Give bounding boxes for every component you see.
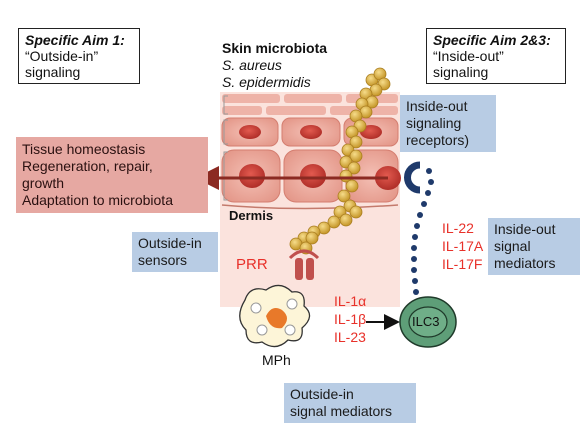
inside-out-mediators-box: Inside-out signal mediators: [488, 218, 580, 275]
macrophage-cell: [239, 284, 311, 348]
prr-receptor: [288, 249, 320, 280]
outside-in-cytokines: IL-1α IL-1β IL-23: [334, 292, 366, 346]
mediators-line-3: mediators: [494, 255, 556, 271]
cytokine-il1b: IL-1β: [334, 311, 367, 327]
dermis-label: Dermis: [229, 208, 274, 223]
specific-aim-1-box: Specific Aim 1: “Outside-in” signaling: [18, 28, 140, 84]
specific-aim-23-box: Specific Aim 2&3: “Inside-out” signaling: [426, 28, 566, 84]
cytokine-il17a: IL-17A: [442, 238, 484, 254]
stratum-corneum: [222, 94, 398, 115]
cytokine-il1a: IL-1α: [334, 293, 367, 309]
ilc3-cell: [399, 296, 457, 348]
aim1-title: Specific Aim 1:: [25, 32, 125, 48]
homeostasis-line-4: Adaptation to microbiota: [22, 192, 173, 208]
outside-in-sensors-box: Outside-in sensors: [132, 232, 218, 272]
cytokine-il22: IL-22: [442, 220, 474, 236]
sensors-line-1: Outside-in: [138, 235, 202, 251]
receptors-line-2: signaling: [406, 115, 462, 131]
receptors-line-3: receptors): [406, 132, 470, 148]
inside-out-cytokines: IL-22 IL-17A IL-17F: [442, 219, 483, 273]
cytokine-il23: IL-23: [334, 329, 366, 345]
oi-mediators-line-1: Outside-in: [290, 386, 354, 402]
sensors-line-2: sensors: [138, 252, 188, 268]
ilc3-label: ILC3: [412, 314, 440, 329]
inside-out-receptor-icon: [404, 161, 421, 194]
inside-out-receptors-box: Inside-out signaling receptors): [400, 95, 496, 152]
microbiota-title: Skin microbiota: [222, 40, 328, 56]
mediators-line-2: signal: [494, 238, 531, 254]
oi-mediators-line-2: signal mediators: [290, 403, 392, 419]
aim23-title: Specific Aim 2&3:: [433, 32, 551, 48]
aim1-line1: “Outside-in”: [25, 48, 99, 64]
microbiota-label: Skin microbiota S. aureus S. epidermidis: [222, 40, 327, 91]
bacteria-cluster: [289, 67, 391, 255]
homeostasis-line-3: growth: [22, 175, 65, 191]
homeostasis-line-1: Tissue homeostasis: [22, 141, 146, 157]
signal-dots: [411, 168, 434, 295]
mediators-line-1: Inside-out: [494, 221, 556, 237]
keratinocyte-row-1: [221, 117, 399, 147]
microbiota-species-2: S. epidermidis: [222, 74, 311, 90]
aim23-line1: “Inside-out”: [433, 48, 504, 64]
cytokine-il17f: IL-17F: [442, 256, 483, 272]
homeostasis-box: Tissue homeostasis Regeneration, repair,…: [16, 137, 208, 213]
skin-tissue: [220, 92, 401, 307]
receptors-line-1: Inside-out: [406, 98, 468, 114]
mph-label: MPh: [262, 352, 291, 368]
homeostasis-line-2: Regeneration, repair,: [22, 158, 153, 174]
aim1-line2: signaling: [25, 64, 81, 80]
aim23-line2: signaling: [433, 64, 489, 80]
keratinocyte-row-2: [221, 149, 401, 203]
prr-label: PRR: [236, 256, 268, 273]
outside-in-mediators-box: Outside-in signal mediators: [284, 383, 416, 423]
microbiota-species-1: S. aureus: [222, 57, 282, 73]
